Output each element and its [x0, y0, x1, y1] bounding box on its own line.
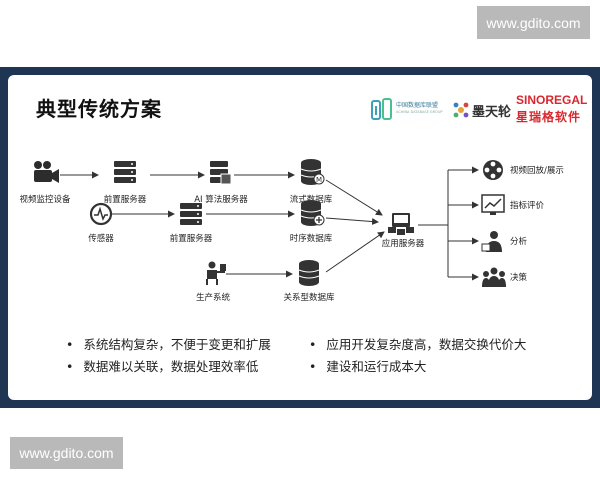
sinoregal-en: SINOREGAL: [516, 93, 588, 107]
mohetianlun-mark-icon: [453, 102, 469, 118]
edge-tsdb-app: [325, 217, 379, 226]
relational-db-label: 关系型数据库: [283, 292, 335, 303]
alliance-mark-icon: [371, 98, 392, 120]
alliance-text: 中国数据库联盟: [396, 102, 439, 109]
database-icon: M: [300, 159, 325, 185]
bullet-item: 数据难以关联，数据处理效率低: [66, 356, 271, 378]
output-analysis-label: 分析: [510, 236, 528, 247]
bullets-right: 应用开发复杂度高，数据交换代价大 建设和运行成本大: [309, 334, 526, 378]
sinoregal-cn: 星瑞格软件: [516, 110, 582, 124]
bullet-item: 建设和运行成本大: [309, 356, 526, 378]
slide: 典型传统方案 中国数据库联盟 ACHINA DATABASE GROUP 墨天轮…: [8, 75, 592, 400]
alliance-subtext: ACHINA DATABASE GROUP: [396, 110, 443, 114]
output-metric-label: 指标评价: [510, 200, 545, 211]
app-server-label: 应用服务器: [382, 238, 425, 249]
worker-desk-icon: [206, 261, 226, 285]
film-reel-icon: [483, 160, 503, 180]
timeseries-db-label: 时序数据库: [290, 233, 333, 244]
mohetianlun-text: 墨天轮: [472, 105, 512, 120]
architecture-diagram: 视频监控设备 前置服务器 AI 算法服务器: [19, 159, 564, 303]
watermark-top: www.gdito.com: [477, 6, 590, 39]
bullet-item: 系统结构复杂，不便于变更和扩展: [66, 334, 271, 356]
output-video-label: 视频回放/展示: [510, 165, 564, 176]
camera-label: 视频监控设备: [19, 194, 71, 205]
svg-text:M: M: [316, 176, 322, 184]
sinoregal-logo: SINOREGAL 星瑞格软件: [516, 93, 588, 125]
mohetianlun-logo: 墨天轮: [452, 99, 514, 121]
ai-server-label: AI 算法服务器: [194, 194, 248, 205]
team-icon: [482, 267, 506, 287]
server-icon: [114, 161, 136, 183]
analyst-icon: [481, 231, 502, 252]
pre-server-2-label: 前置服务器: [170, 233, 213, 244]
slide-title: 典型传统方案: [36, 97, 162, 121]
line-chart-icon: [481, 194, 505, 215]
server-icon: [180, 203, 202, 225]
output-decision-label: 决策: [510, 272, 528, 283]
network-server-icon: [388, 213, 414, 235]
china-database-alliance-logo: 中国数据库联盟 ACHINA DATABASE GROUP: [370, 97, 445, 123]
bullets-left: 系统结构复杂，不便于变更和扩展 数据难以关联，数据处理效率低: [66, 334, 271, 378]
database-icon: [298, 260, 320, 286]
video-camera-icon: [34, 161, 59, 183]
edge-reldb-app: [325, 231, 385, 273]
connectors: [60, 166, 479, 281]
bullet-item: 应用开发复杂度高，数据交换代价大: [309, 334, 526, 356]
production-label: 生产系统: [196, 292, 231, 303]
pre-server-1-label: 前置服务器: [104, 194, 147, 205]
watermark-bottom: www.gdito.com: [10, 437, 123, 469]
server-icon: [210, 161, 232, 185]
edge-streamdb-app: [325, 179, 383, 216]
sensor-label: 传感器: [88, 233, 114, 244]
stream-db-label: 流式数据库: [290, 194, 333, 205]
slide-frame: 典型传统方案 中国数据库联盟 ACHINA DATABASE GROUP 墨天轮…: [0, 67, 600, 408]
sensor-gauge-icon: [89, 202, 113, 226]
database-icon: [300, 200, 325, 226]
